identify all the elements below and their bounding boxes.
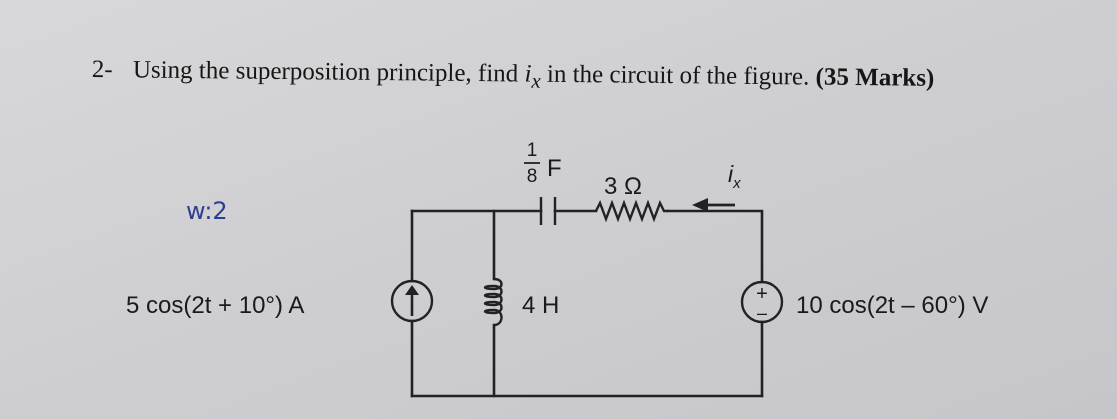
resistor-label: 3 Ω [604, 173, 642, 200]
capacitor [539, 197, 557, 225]
capacitor-value-denominator: 8 [527, 166, 538, 187]
wire-top-right [666, 209, 764, 284]
current-arrow [692, 198, 735, 212]
current-source [390, 279, 434, 323]
voltage-source-plus-icon: + [756, 283, 768, 305]
resistor [594, 199, 668, 223]
capacitor-value: 1 8 F [524, 140, 562, 187]
voltage-source-label: 10 cos(2t – 60°) V [796, 292, 988, 319]
current-source-label: 5 cos(2t + 10°) A [126, 292, 304, 319]
inductor [483, 277, 503, 327]
voltage-source-minus-icon: – [757, 303, 767, 323]
current-arrow-head-icon [692, 198, 708, 212]
capacitor-unit: F [547, 155, 562, 182]
voltage-source: + – [740, 280, 784, 324]
capacitor-value-numerator: 1 [527, 140, 538, 161]
handwritten-note: w:2 [186, 197, 228, 225]
current-arrow-label: ix [728, 161, 741, 192]
inductor-label: 4 H [522, 292, 559, 319]
